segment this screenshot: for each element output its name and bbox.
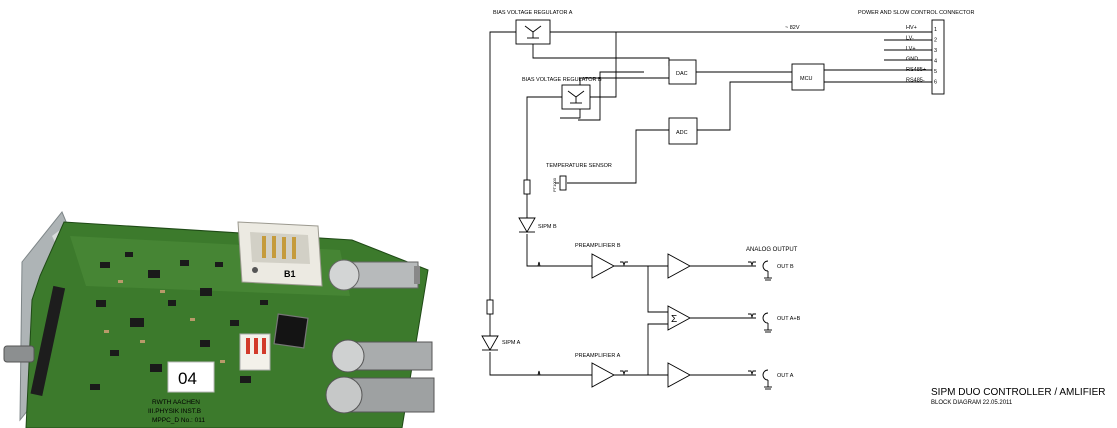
connector-pin-number: 4 xyxy=(934,59,937,65)
bias-regulator-a-label: BIAS VOLTAGE REGULATOR A xyxy=(493,10,573,16)
mcu-label: MCU xyxy=(800,76,813,82)
pulse-symbol-a-in xyxy=(535,371,543,375)
sipm-a-label: SIPM A xyxy=(502,340,521,346)
output-connector-a xyxy=(763,370,772,389)
sipm-a-diode xyxy=(482,336,498,350)
resistor-b xyxy=(524,180,530,194)
mcu-chip xyxy=(274,314,308,348)
connector-pin-name: LV- xyxy=(906,36,914,42)
diagram-subtitle: BLOCK DIAGRAM 22.05.2011 xyxy=(931,400,1013,406)
block-diagram: BIAS VOLTAGE REGULATOR A BIAS VOLTAGE RE… xyxy=(482,10,1105,406)
sipm-b-label: SIPM B xyxy=(538,224,557,230)
pulse-symbol-a-mid xyxy=(620,371,628,374)
analog-output-label: ANALOG OUTPUT xyxy=(746,247,798,253)
pulse-symbol-b-out xyxy=(748,262,756,265)
pulse-symbol-a-out xyxy=(748,371,756,374)
coax-connector-middle xyxy=(332,340,432,372)
temp-part-label: PT1000 xyxy=(552,177,557,192)
jumper-header xyxy=(240,334,270,370)
diagram-title: SIPM DUO CONTROLLER / AMLIFIER xyxy=(931,387,1105,398)
connector-pin-name: GND xyxy=(906,57,918,63)
connector-pin-number: 2 xyxy=(934,38,937,44)
output-connector-b xyxy=(763,261,772,280)
connector-pin-name: HV+ xyxy=(906,25,917,31)
voltage-note: ~ 82V xyxy=(785,25,800,31)
out-a-label: OUT A xyxy=(777,373,794,379)
pulse-symbol-ab-out xyxy=(748,314,756,317)
preamp-a-label: PREAMPLIFIER A xyxy=(575,353,621,359)
connector-pin-number: 1 xyxy=(934,27,937,33)
bias-regulator-a-block xyxy=(516,20,550,44)
number-label-text: 04 xyxy=(178,369,197,388)
board-photo: B1 04 RWTH AACHEN III.PHYSIK INS xyxy=(4,212,434,428)
bias-regulator-b-block xyxy=(562,85,590,109)
buffer-a-triangle xyxy=(668,363,690,387)
silkscreen: RWTH AACHEN III.PHYSIK INST.B MPPC_D No.… xyxy=(148,399,205,424)
coax-connector-bottom xyxy=(326,377,434,413)
buffer-b-triangle xyxy=(668,254,690,278)
out-b-label: OUT B xyxy=(777,264,794,270)
front-sma-connector xyxy=(4,346,34,362)
bias-regulator-b-label: BIAS VOLTAGE REGULATOR B xyxy=(522,77,602,83)
connector-pin-number: 6 xyxy=(934,80,937,86)
silk-line-1: RWTH AACHEN xyxy=(152,399,200,406)
connector-pin-name: RS485+ xyxy=(906,67,926,73)
connector-pin-number: 5 xyxy=(934,69,937,75)
pulse-symbol-b-mid xyxy=(620,262,628,265)
coax-connector-top xyxy=(329,260,420,290)
temp-sensor-label: TEMPERATURE SENSOR xyxy=(546,163,612,169)
preamp-b-label: PREAMPLIFIER B xyxy=(575,243,621,249)
out-ab-label: OUT A+B xyxy=(777,316,801,322)
connector-pin-name: RS485- xyxy=(906,78,925,84)
dac-label: DAC xyxy=(676,71,688,77)
preamp-a-triangle xyxy=(592,363,614,387)
sum-symbol: Σ xyxy=(671,314,677,325)
temp-sensor-resistor xyxy=(560,176,566,190)
connector-title: POWER AND SLOW CONTROL CONNECTOR xyxy=(858,10,974,16)
silk-line-2: III.PHYSIK INST.B xyxy=(148,408,201,415)
connector-pin-number: 3 xyxy=(934,48,937,54)
preamp-b-triangle xyxy=(592,254,614,278)
header-connector: B1 xyxy=(238,222,322,286)
pulse-symbol-b-in xyxy=(535,262,543,266)
sipm-b-diode xyxy=(519,218,535,232)
connector-pin-name: LV+ xyxy=(906,46,916,52)
output-connector-ab xyxy=(763,313,772,332)
connector-marking: B1 xyxy=(284,269,296,279)
adc-label: ADC xyxy=(676,130,688,136)
wires xyxy=(490,32,932,375)
resistor-a xyxy=(487,300,493,314)
silk-line-3: MPPC_D No.: 011 xyxy=(152,417,205,424)
